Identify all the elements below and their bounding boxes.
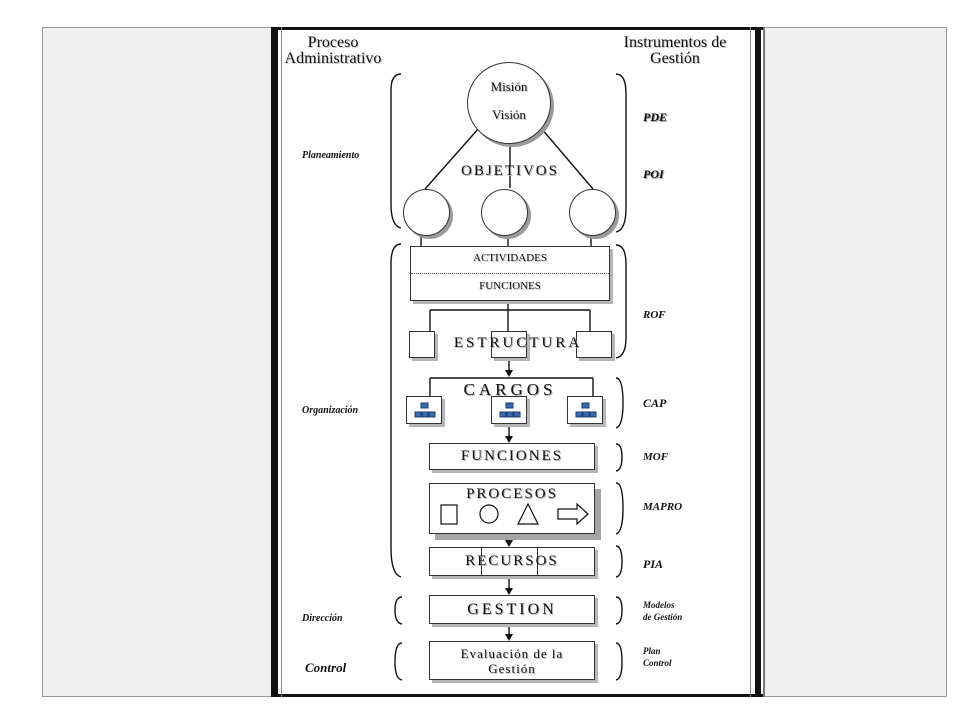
instrument-modelos-line2: de Gestión (643, 612, 683, 622)
estructura-box-right (576, 331, 612, 358)
procesos-box: PROCESOS (429, 483, 595, 534)
instrument-poi: POI (643, 167, 664, 181)
circle-icon (479, 504, 499, 524)
mision-label: Misión (490, 79, 528, 94)
square-icon (440, 504, 458, 525)
process-shapes (440, 502, 589, 526)
mision-vision-circle: Misión Visión (467, 62, 551, 144)
objetivos-label: OBJETIVOS (460, 163, 559, 179)
recursos-label: RECURSOS (465, 553, 559, 569)
link-mision-obj3 (540, 127, 594, 190)
cargo-box-right (567, 396, 603, 424)
brace-direccion (394, 596, 403, 625)
brace-control (394, 642, 403, 681)
header-proceso-administrativo: Proceso Administrativo (276, 35, 390, 67)
evaluacion-line1: Evaluación de la (460, 646, 564, 661)
instrument-mapro: MAPRO (643, 501, 683, 513)
recursos-divider-1 (481, 548, 482, 575)
objective-circle-3 (569, 189, 616, 236)
page-border-right (755, 27, 761, 697)
brace-mapro (615, 482, 624, 535)
instrument-pde: PDE (643, 110, 667, 124)
page-inner-line-right (750, 27, 751, 697)
org-chart-icon (414, 402, 436, 418)
cargos-label: CARGOS (463, 380, 557, 399)
stage-organizacion: Organización (302, 405, 359, 416)
instrument-mof: MOF (643, 451, 669, 463)
page-border-bottom (271, 694, 765, 697)
cargo-box-center (491, 396, 527, 424)
brace-mof (615, 443, 623, 472)
recursos-divider-2 (537, 548, 538, 575)
brace-organizacion (390, 243, 402, 578)
instrument-cap: CAP (643, 396, 667, 410)
instrument-plan-line2: Control (643, 658, 672, 668)
estructura-box-left (409, 331, 435, 358)
header-right-line2: Gestión (650, 50, 700, 67)
stage-control: Control (305, 660, 347, 675)
actividades-divider (411, 273, 609, 274)
page-border-top (271, 27, 765, 30)
instrument-pia: PIA (643, 557, 664, 571)
estructura-box-center (491, 331, 527, 358)
stage-direccion: Dirección (302, 613, 343, 624)
brace-rof (615, 244, 627, 359)
evaluacion-line2: Gestión (488, 661, 536, 676)
cargo-box-left (406, 396, 442, 424)
link-mision-obj1 (424, 127, 480, 190)
gestion-label: GESTION (467, 601, 557, 618)
evaluacion-box: Evaluación de la Gestión (429, 641, 595, 680)
header-right-line1: Instrumentos de (623, 34, 727, 51)
instrument-modelos-line1: Modelos (643, 600, 675, 610)
estructura-label: ESTRUCTURA (453, 335, 583, 351)
brace-plan-control (615, 642, 623, 681)
brace-modelos (615, 596, 623, 625)
header-left-line1: Proceso (307, 34, 359, 51)
objective-circle-1 (403, 189, 450, 236)
org-chart-icon (499, 402, 521, 418)
brace-pde-poi (615, 73, 627, 233)
triangle-icon (517, 502, 539, 525)
brace-planeamiento (390, 73, 402, 229)
vision-label: Visión (492, 107, 526, 122)
funciones-label: FUNCIONES (460, 448, 564, 464)
page-border-left (271, 27, 278, 697)
page-inner-line-left (281, 27, 282, 697)
actividades-label: ACTIVIDADES (473, 252, 547, 264)
header-instrumentos: Instrumentos de Gestión (622, 35, 728, 67)
instrument-plan-line1: Plan (643, 646, 661, 656)
brace-cap (615, 377, 624, 429)
gestion-box: GESTION (429, 595, 595, 624)
brace-pia (615, 545, 623, 578)
objective-circle-2 (481, 189, 528, 236)
procesos-label: PROCESOS (466, 486, 558, 502)
funciones-box: FUNCIONES (429, 443, 595, 470)
instrument-modelos-gestion: Modelos de Gestión (643, 599, 682, 623)
recursos-box: RECURSOS (429, 547, 595, 576)
stage-planeamiento: Planeamiento (302, 150, 360, 161)
instrument-rof: ROF (643, 309, 666, 321)
org-chart-icon (575, 402, 597, 418)
header-left-line2: Administrativo (284, 50, 382, 67)
arrow-icon (557, 502, 589, 526)
actividades-funciones-box: ACTIVIDADES FUNCIONES (410, 246, 610, 301)
instrument-plan-control: Plan Control (643, 645, 672, 669)
funciones-small-label: FUNCIONES (479, 280, 541, 292)
page-border-right-thin (763, 27, 765, 697)
